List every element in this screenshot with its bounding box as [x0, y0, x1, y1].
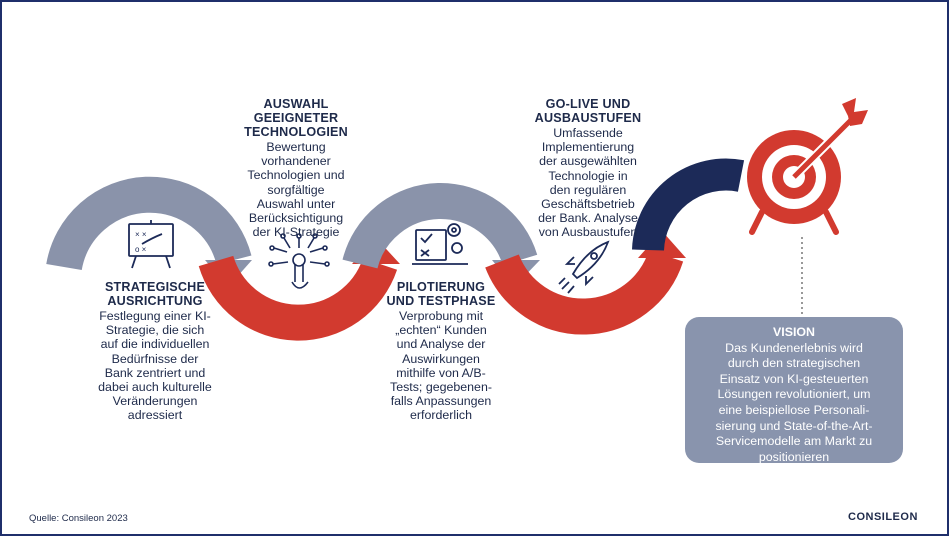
strategy-board-icon: × × o ×: [128, 220, 174, 269]
step-2-title: AUSWAHL GEEIGNETER TECHNOLOGIEN: [244, 97, 348, 139]
vision-box: VISION Das Kundenerlebnis wird durch den…: [685, 317, 903, 464]
step-4-block: GO-LIVE UND AUSBAUSTUFEN Umfassende Impl…: [518, 97, 658, 240]
step-4-title: GO-LIVE UND AUSBAUSTUFEN: [534, 97, 642, 125]
step-3-title: PILOTIERUNG UND TESTPHASE: [386, 280, 496, 308]
rocket-icon: [558, 240, 610, 294]
tech-touch-icon: [268, 233, 330, 289]
source-note: Quelle: Consileon 2023: [29, 513, 128, 524]
step-4-description: Umfassende Implementierung der ausgewähl…: [538, 126, 638, 240]
step-3-block: PILOTIERUNG UND TESTPHASE Verprobung mit…: [376, 280, 506, 423]
svg-text:× ×: × ×: [135, 230, 147, 239]
step-3-description: Verprobung mit „echten“ Kunden und Analy…: [390, 309, 492, 423]
testing-computer-icon: [412, 223, 468, 265]
vision-title: VISION: [773, 325, 815, 339]
navy-connector: [632, 158, 745, 252]
step-1-block: STRATEGISCHE AUSRICHTUNG Festlegung eine…: [85, 280, 225, 423]
arc-step-3: [342, 183, 538, 269]
step-2-block: AUSWAHL GEEIGNETER TECHNOLOGIEN Bewertun…: [226, 97, 366, 239]
consileon-logo: CONSILEON: [848, 511, 918, 523]
vision-description: Das Kundenerlebnis wird durch den strate…: [715, 340, 873, 464]
step-1-title: STRATEGISCHE AUSRICHTUNG: [104, 280, 206, 308]
svg-text:o ×: o ×: [135, 245, 147, 254]
arc-step-1: [46, 176, 252, 271]
step-1-description: Festlegung einer KI- Strategie, die sich…: [98, 309, 212, 423]
arc-step-4: [485, 249, 684, 335]
target-arrow-icon: [747, 98, 868, 317]
arc-step-2: [198, 255, 398, 341]
step-2-description: Bewertung vorhandener Technologien und s…: [247, 140, 345, 240]
